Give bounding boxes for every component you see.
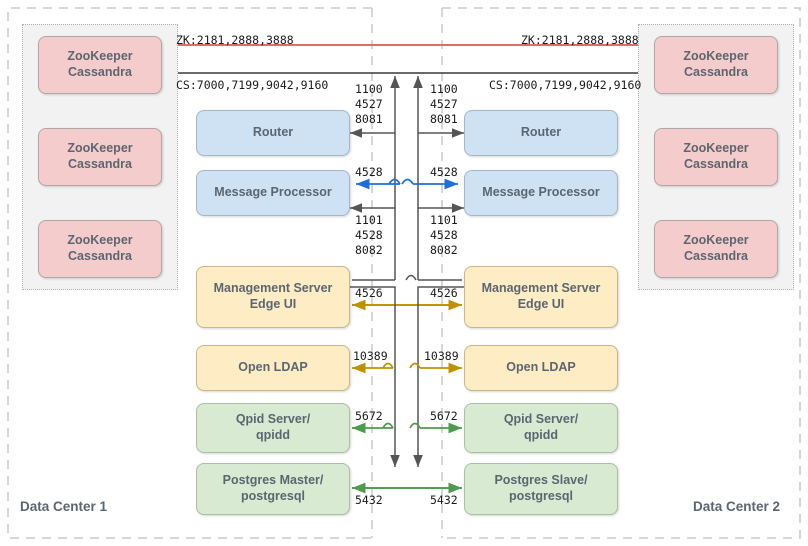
port-label-postgres-left-5432: 5432 xyxy=(355,493,383,507)
node-postgres-master-dc1[interactable]: Postgres Master/postgresql xyxy=(196,463,350,515)
node-line: ZooKeeper xyxy=(683,141,749,156)
port-label-mp-right-4528: 4528 xyxy=(430,165,458,179)
router-mp-trunk-left xyxy=(352,76,400,281)
node-line: Cassandra xyxy=(68,249,132,263)
node-line: Qpid Server/ xyxy=(503,412,579,427)
node-line: Cassandra xyxy=(68,157,132,171)
node-line: postgresql xyxy=(241,489,305,503)
management-to-postgres-trunk-left xyxy=(350,286,400,467)
port-label-management-right-4526: 4526 xyxy=(430,286,458,300)
node-line: Cassandra xyxy=(684,249,748,263)
port-label-mp-left-8082: 8082 xyxy=(355,243,383,257)
node-line: Cassandra xyxy=(684,157,748,171)
port-label-zookeeper-left: ZK:2181,2888,3888 xyxy=(176,33,294,47)
node-line: ZooKeeper xyxy=(683,49,749,64)
port-label-postgres-right-5432: 5432 xyxy=(430,493,458,507)
port-label-cassandra-right: CS:7000,7199,9042,9160 xyxy=(489,78,642,92)
port-label-mp-right-1101: 1101 xyxy=(430,213,458,227)
node-line: ZooKeeper xyxy=(683,233,749,248)
node-line: Open LDAP xyxy=(506,360,576,375)
node-line: ZooKeeper xyxy=(67,49,133,64)
node-line: qpidd xyxy=(255,428,290,442)
node-message-processor-dc2[interactable]: Message Processor xyxy=(464,170,618,216)
qpid-link xyxy=(352,422,462,434)
node-open-ldap-dc1[interactable]: Open LDAP xyxy=(196,345,350,391)
node-line: postgresql xyxy=(509,489,573,503)
node-postgres-slave-dc2[interactable]: Postgres Slave/postgresql xyxy=(464,463,618,515)
port-label-router-left-8081: 8081 xyxy=(355,112,383,126)
node-qpid-server-dc1[interactable]: Qpid Server/qpidd xyxy=(196,403,350,453)
node-line: Message Processor xyxy=(482,185,600,200)
node-line: Cassandra xyxy=(68,65,132,79)
port-label-router-left-4527: 4527 xyxy=(355,97,383,111)
trunk-hop xyxy=(405,274,417,281)
node-line: Router xyxy=(520,125,562,140)
node-line: Postgres Slave/ xyxy=(494,473,588,488)
node-line: ZooKeeper xyxy=(67,141,133,156)
node-line: Message Processor xyxy=(214,185,332,200)
node-line: Management Server xyxy=(213,281,333,296)
node-router-dc2[interactable]: Router xyxy=(464,110,618,156)
port-label-mp-left-1101: 1101 xyxy=(355,213,383,227)
node-line: Edge UI xyxy=(517,297,565,311)
port-label-router-left-1100: 1100 xyxy=(355,82,383,96)
message-processor-link xyxy=(356,178,458,190)
node-qpid-server-dc2[interactable]: Qpid Server/qpidd xyxy=(464,403,618,453)
datacenter-2-label: Data Center 2 xyxy=(693,499,781,514)
node-line: Edge UI xyxy=(249,297,297,311)
port-label-qpid-right-5672: 5672 xyxy=(430,409,458,423)
datacenter-1-label: Data Center 1 xyxy=(20,499,108,514)
datacenter-1-boundary xyxy=(7,7,372,539)
node-line: qpidd xyxy=(523,428,558,442)
management-to-postgres-trunk-right xyxy=(413,286,464,467)
node-router-dc1[interactable]: Router xyxy=(196,110,350,156)
port-label-cassandra-left: CS:7000,7199,9042,9160 xyxy=(176,78,329,92)
node-line: ZooKeeper xyxy=(67,233,133,248)
node-line: Router xyxy=(252,125,294,140)
node-line: Management Server xyxy=(481,281,601,296)
port-label-openldap-left-10389: 10389 xyxy=(353,349,388,363)
port-label-zookeeper-right: ZK:2181,2888,3888 xyxy=(521,33,639,47)
node-message-processor-dc1[interactable]: Message Processor xyxy=(196,170,350,216)
router-mp-trunk-right xyxy=(413,76,462,281)
port-label-mp-left-4528: 4528 xyxy=(355,165,383,179)
datacenter-2-boundary xyxy=(442,7,801,539)
node-line: Postgres Master/ xyxy=(222,473,324,488)
port-label-management-left-4526: 4526 xyxy=(355,286,383,300)
port-label-mp-left-4528-out: 4528 xyxy=(355,228,383,242)
node-line: Cassandra xyxy=(684,65,748,79)
node-line: Open LDAP xyxy=(238,360,308,375)
node-line: Qpid Server/ xyxy=(235,412,311,427)
port-label-router-right-8081: 8081 xyxy=(430,112,458,126)
port-label-mp-right-8082: 8082 xyxy=(430,243,458,257)
port-label-qpid-left-5672: 5672 xyxy=(355,409,383,423)
port-label-openldap-right-10389: 10389 xyxy=(424,349,459,363)
port-label-router-right-1100: 1100 xyxy=(430,82,458,96)
node-open-ldap-dc2[interactable]: Open LDAP xyxy=(464,345,618,391)
openldap-link xyxy=(352,362,462,374)
port-label-router-right-4527: 4527 xyxy=(430,97,458,111)
port-label-mp-right-4528-out: 4528 xyxy=(430,228,458,242)
